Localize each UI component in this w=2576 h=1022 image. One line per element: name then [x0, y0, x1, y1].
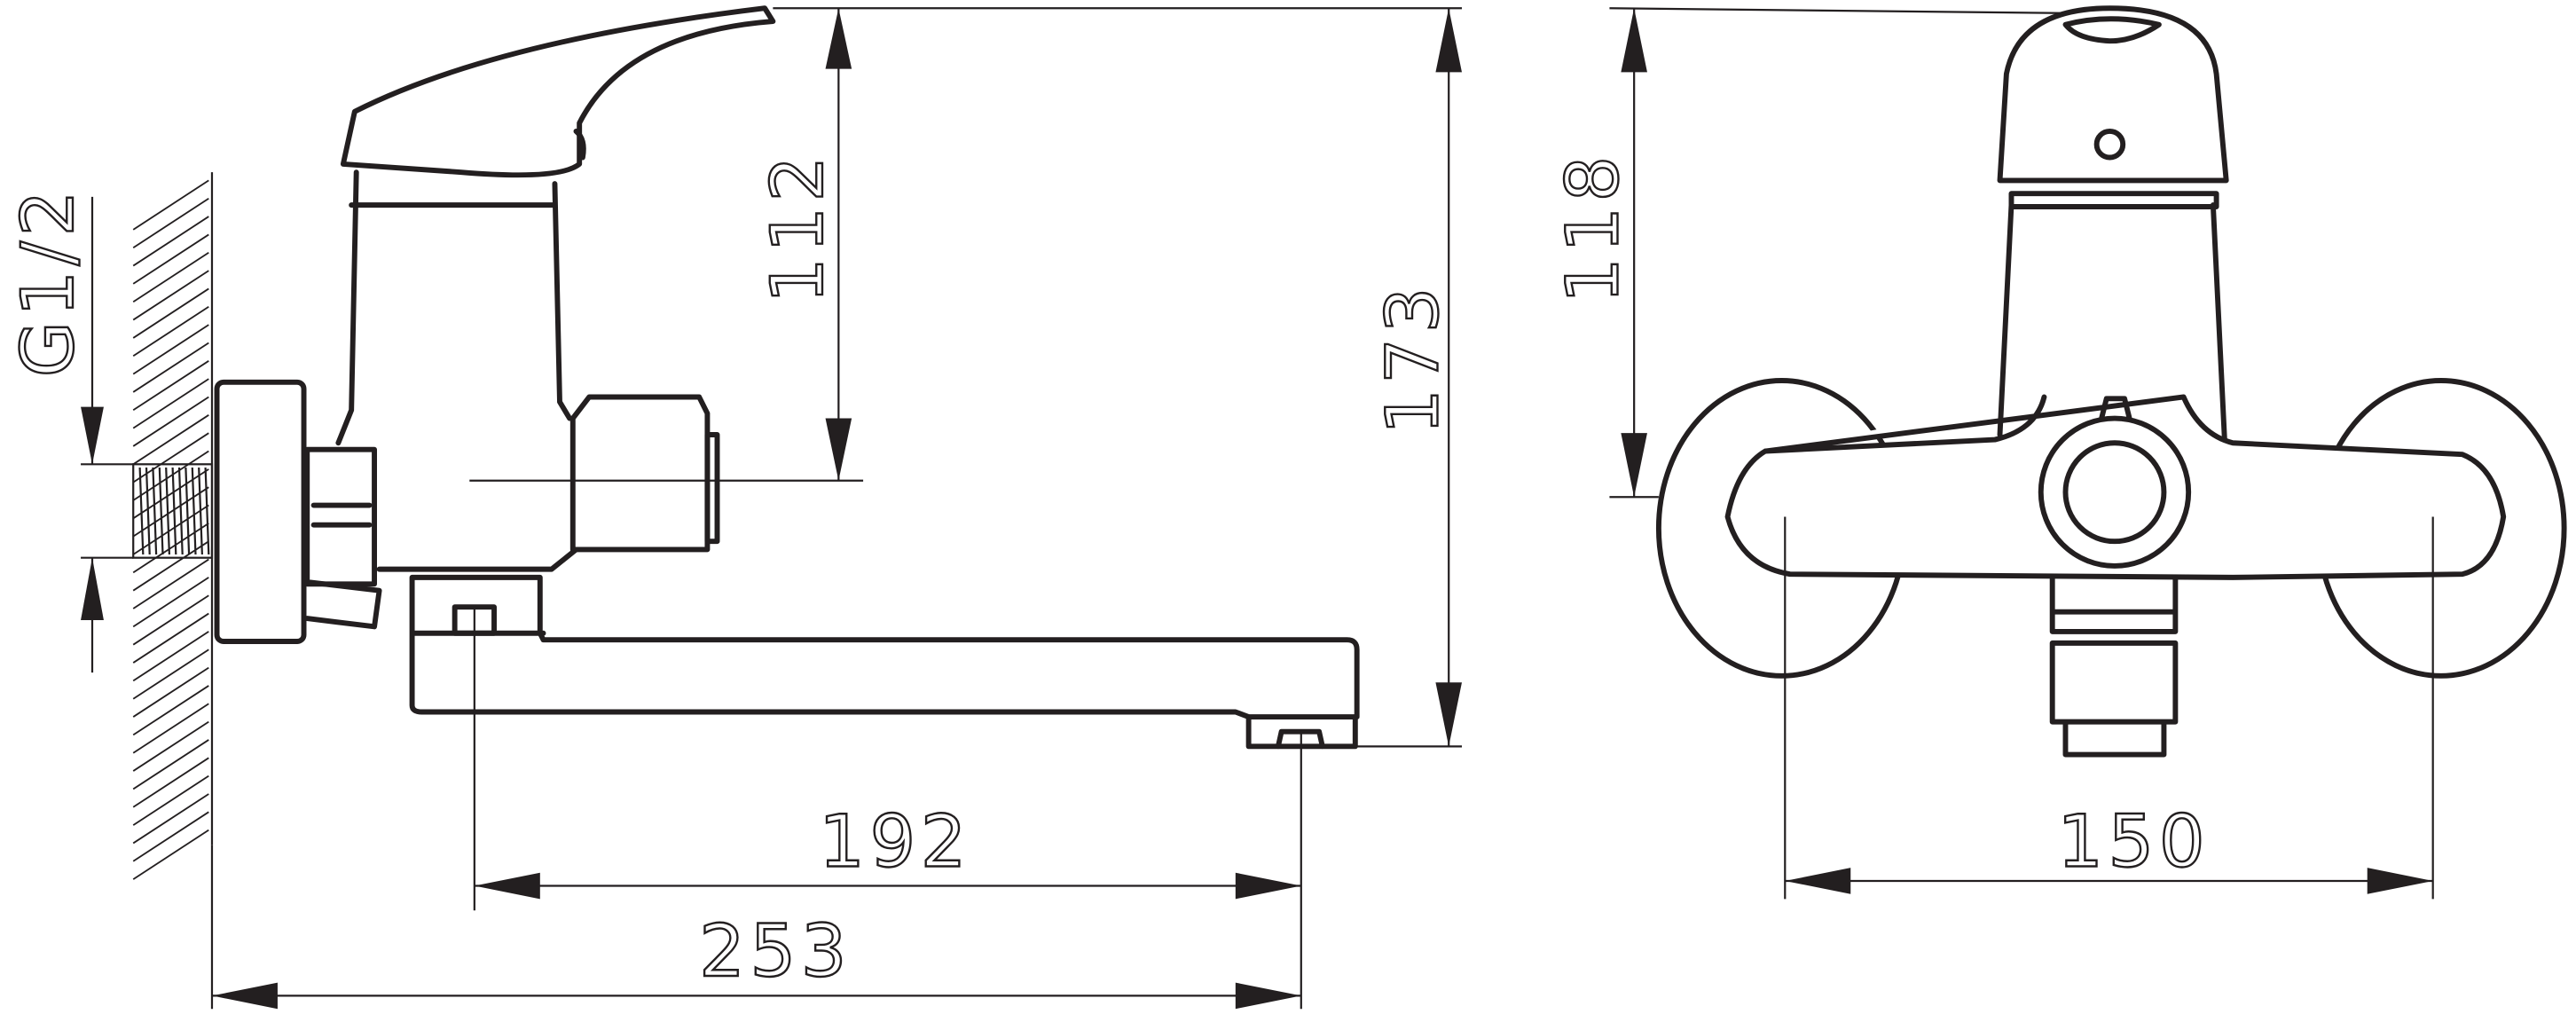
lever-cap — [1997, 5, 2229, 184]
hatch-line — [132, 450, 209, 501]
hatch-line — [132, 251, 209, 303]
hatch-line — [132, 287, 209, 339]
body — [335, 169, 573, 446]
hatch-line — [132, 558, 209, 609]
hatch-line — [132, 468, 209, 520]
spout — [376, 546, 1360, 720]
hatch-line — [132, 594, 209, 646]
diverter-knob — [569, 394, 720, 553]
dimension-192: 192 — [473, 607, 1302, 1010]
hatch-line — [132, 179, 209, 231]
dimension-112-label: 112 — [756, 151, 840, 303]
hatch-line — [132, 649, 209, 700]
dimension-173-label: 173 — [1370, 282, 1455, 435]
hatch-line — [132, 270, 209, 321]
hatch-line — [132, 486, 209, 538]
hatch-line — [132, 703, 209, 754]
hatch-line — [132, 197, 209, 248]
hatch-line — [132, 396, 209, 447]
hatch-line — [132, 360, 209, 412]
thread-size-label: G1/2 — [6, 185, 90, 377]
nut — [304, 446, 382, 630]
hatch-line — [132, 757, 209, 808]
diverter-center — [2062, 440, 2167, 545]
dimension-150: 150 — [1784, 516, 2434, 900]
screw — [2093, 128, 2126, 161]
hatch-line — [132, 216, 209, 267]
front-view: 118 150 — [1550, 5, 2567, 900]
diverter-ring — [2038, 415, 2192, 569]
hatch-line — [132, 774, 209, 826]
spout-front — [2049, 574, 2179, 758]
indicator-cap — [2062, 16, 2162, 44]
dimension-118: 118 — [1550, 8, 1647, 498]
dimension-253: 253 — [210, 845, 1301, 1010]
dimension-192-label: 192 — [819, 799, 971, 884]
hatch-line — [132, 577, 209, 628]
body-bar — [1724, 394, 2507, 580]
dimension-150-label: 150 — [2057, 799, 2210, 884]
wall-flange — [214, 379, 307, 644]
hatch-line — [132, 666, 209, 718]
hatch-line — [132, 504, 209, 555]
hatch-line — [132, 720, 209, 772]
hatch-line — [132, 233, 209, 285]
dimension-253-label: 253 — [699, 909, 852, 994]
dimension-118-label: 118 — [1551, 151, 1636, 303]
hatch-line — [132, 685, 209, 736]
cartridge-column — [1997, 191, 2227, 443]
hatch-line — [132, 739, 209, 790]
hatch-line — [132, 342, 209, 393]
dimension-173: 173 — [1356, 8, 1463, 748]
hatch-line — [132, 306, 209, 358]
hatch-line — [132, 829, 209, 880]
hatch-line — [132, 811, 209, 862]
side-view: G1/2 112 173 192 253 — [5, 5, 1463, 1010]
hatch-line — [132, 378, 209, 429]
hatch-line — [132, 414, 209, 466]
hatch-line — [132, 523, 209, 574]
wall-hatching — [132, 179, 209, 880]
dimension-thread: G1/2 — [5, 185, 134, 673]
dimension-112: 112 — [469, 7, 1463, 482]
lever-handle — [340, 5, 776, 178]
hatch-line — [132, 324, 209, 375]
hatch-line — [132, 793, 209, 845]
hatch-line — [132, 612, 209, 664]
hatch-line — [132, 631, 209, 682]
diverter-tab — [2099, 396, 2132, 421]
thread-connector — [132, 463, 214, 559]
handle-detail — [573, 128, 586, 161]
